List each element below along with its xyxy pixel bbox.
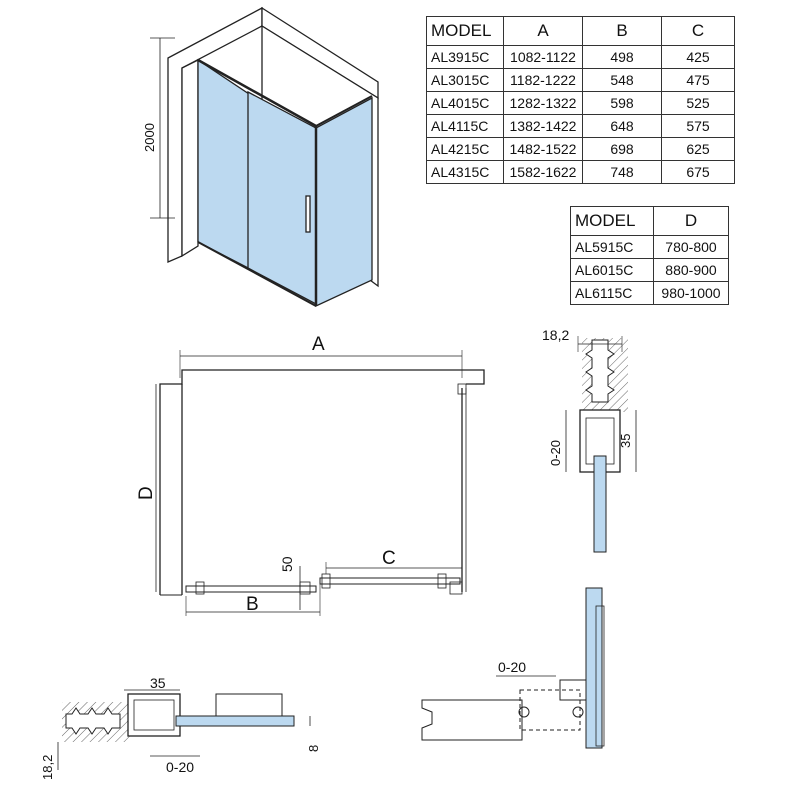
dimension-c-label: C xyxy=(382,548,396,569)
cell-c: 475 xyxy=(661,68,735,92)
cell-model: AL4015C xyxy=(426,91,504,115)
corner-base-profile xyxy=(421,699,523,741)
cell-model: AL3015C xyxy=(426,68,504,92)
fixed-glass-panel xyxy=(197,58,253,272)
table-row: AL4015C 1282-1322 598 525 xyxy=(426,91,735,115)
dimension-50-label: 50 xyxy=(279,556,295,572)
cell-d: 980-1000 xyxy=(653,281,729,305)
cell-a: 1182-1222 xyxy=(503,68,583,92)
wall-profile-glass xyxy=(593,455,607,553)
table-row: AL5915C 780-800 xyxy=(570,235,729,259)
table-row: AL6015C 880-900 xyxy=(570,258,729,282)
wall-anchor xyxy=(585,339,615,403)
cell-c: 625 xyxy=(661,137,735,161)
table-row: AL6115C 980-1000 xyxy=(570,281,729,305)
cell-c: 575 xyxy=(661,114,735,138)
bottom-profile-depth-label: 35 xyxy=(150,675,166,691)
cell-model: AL4115C xyxy=(426,114,504,138)
dimension-a-label: A xyxy=(312,334,325,355)
header-model: MODEL xyxy=(570,206,654,236)
bottom-wall-anchor xyxy=(65,707,121,735)
wall-profile-adjust-label: 0-20 xyxy=(548,440,563,466)
dimension-b-label: B xyxy=(246,594,259,615)
cell-c: 425 xyxy=(661,45,735,69)
cell-c: 675 xyxy=(661,160,735,184)
cell-d: 880-900 xyxy=(653,258,729,282)
header-d: D xyxy=(653,206,729,236)
cell-d: 780-800 xyxy=(653,235,729,259)
cell-model: AL5915C xyxy=(570,235,654,259)
bottom-profile-wall-label: 18,2 xyxy=(40,755,55,780)
bottom-profile-glass xyxy=(175,715,295,727)
cell-model: AL6015C xyxy=(570,258,654,282)
corner-profile-detail xyxy=(421,587,605,749)
table-row: AL4315C 1582-1622 748 675 xyxy=(426,160,735,184)
cell-b: 748 xyxy=(582,160,662,184)
corner-vertical-glass xyxy=(585,587,603,749)
table-row: AL3015C 1182-1222 548 475 xyxy=(426,68,735,92)
cell-b: 698 xyxy=(582,137,662,161)
cell-b: 598 xyxy=(582,91,662,115)
cell-a: 1282-1322 xyxy=(503,91,583,115)
cell-a: 1582-1622 xyxy=(503,160,583,184)
cell-a: 1382-1422 xyxy=(503,114,583,138)
sliding-panel xyxy=(319,577,461,585)
wall-profile-width-label: 18,2 xyxy=(542,327,569,343)
bottom-profile-outer xyxy=(127,693,181,737)
cell-c: 525 xyxy=(661,91,735,115)
dimensions-table-d: MODEL D AL5915C 780-800 AL6015C 880-900 … xyxy=(570,206,729,305)
door-handle xyxy=(305,195,311,233)
side-glass-panel xyxy=(315,96,373,308)
wall-profile-detail xyxy=(565,336,637,553)
dimension-d-label: D xyxy=(136,486,157,500)
cell-model: AL4315C xyxy=(426,160,504,184)
wall-outline xyxy=(159,369,485,595)
cell-model: AL4215C xyxy=(426,137,504,161)
table-row: AL3915C 1082-1122 498 425 xyxy=(426,45,735,69)
cell-b: 548 xyxy=(582,68,662,92)
fixed-panel xyxy=(185,585,317,593)
header-c: C xyxy=(661,16,735,46)
front-left-wall xyxy=(181,58,199,258)
cell-model: AL3915C xyxy=(426,45,504,69)
header-model: MODEL xyxy=(426,16,504,46)
table-row: AL4115C 1382-1422 648 575 xyxy=(426,114,735,138)
corner-profile-adjust-label: 0-20 xyxy=(498,659,526,675)
cell-a: 1082-1122 xyxy=(503,45,583,69)
cell-a: 1482-1522 xyxy=(503,137,583,161)
table-row: AL4215C 1482-1522 698 625 xyxy=(426,137,735,161)
bottom-profile-glass-label: 8 xyxy=(306,745,321,752)
bottom-left-profile-detail xyxy=(57,689,311,770)
dimensions-table-abc: MODEL A B C AL3915C 1082-1122 498 425 AL… xyxy=(426,16,735,184)
cell-model: AL6115C xyxy=(570,281,654,305)
isometric-view xyxy=(150,6,379,308)
bottom-profile-adjust-label: 0-20 xyxy=(166,759,194,775)
wall-profile-depth-label: 35 xyxy=(618,434,633,448)
height-dimension-label: 2000 xyxy=(142,123,157,152)
cell-b: 648 xyxy=(582,114,662,138)
corner-screw xyxy=(518,706,530,718)
cell-b: 498 xyxy=(582,45,662,69)
header-a: A xyxy=(503,16,583,46)
plan-view xyxy=(155,350,485,616)
header-b: B xyxy=(582,16,662,46)
